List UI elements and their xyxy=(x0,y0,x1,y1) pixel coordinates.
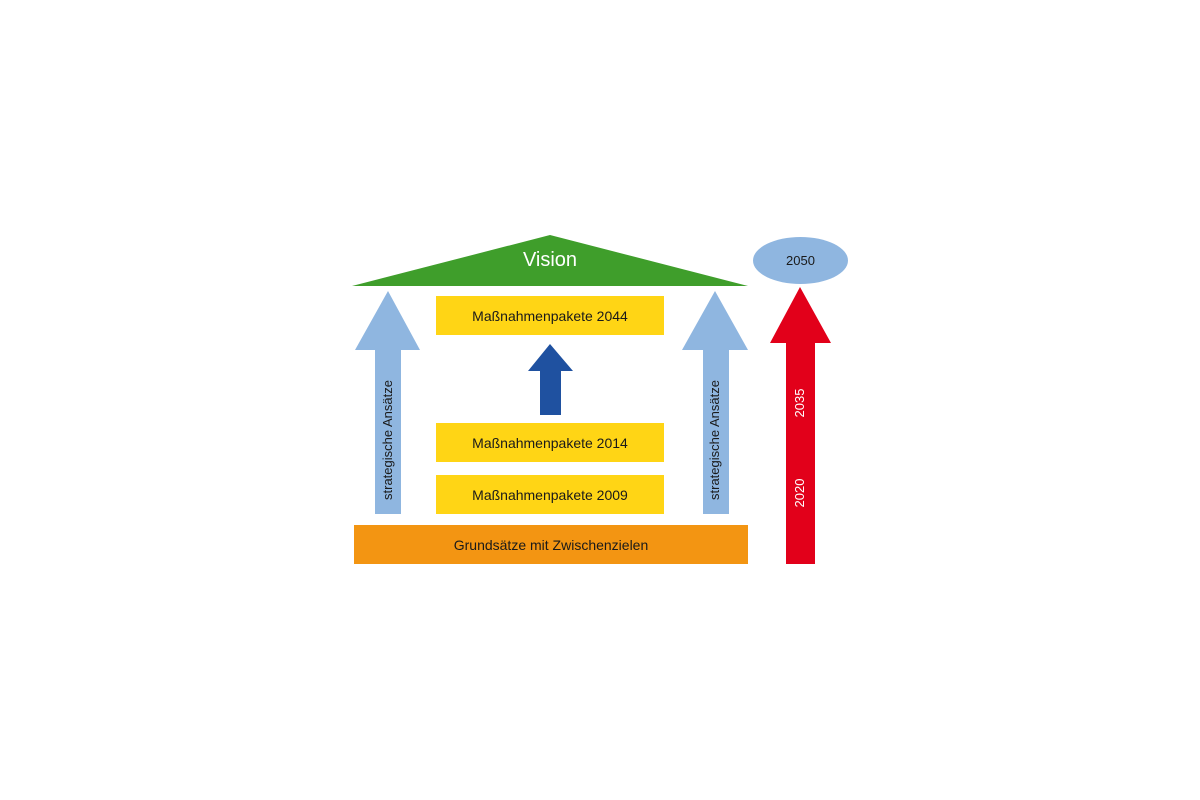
left-pillar-label: strategische Ansätze xyxy=(380,380,395,500)
year-2035-label: 2035 xyxy=(792,388,807,418)
target-year-ellipse: 2050 xyxy=(753,237,848,284)
roof-triangle xyxy=(352,235,748,286)
package-2044: Maßnahmenpakete 2044 xyxy=(436,296,664,335)
right-pillar-arrow xyxy=(682,291,748,514)
center-up-arrow xyxy=(528,344,573,415)
left-pillar-arrow xyxy=(355,291,420,514)
right-pillar-label: strategische Ansätze xyxy=(707,380,722,500)
foundation-bar: Grundsätze mit Zwischenzielen xyxy=(354,525,748,564)
package-2014: Maßnahmenpakete 2014 xyxy=(436,423,664,462)
timeline-arrow xyxy=(770,287,831,564)
vision-label: Vision xyxy=(522,249,578,271)
package-2009: Maßnahmenpakete 2009 xyxy=(436,475,664,514)
year-2020-label: 2020 xyxy=(792,478,807,508)
